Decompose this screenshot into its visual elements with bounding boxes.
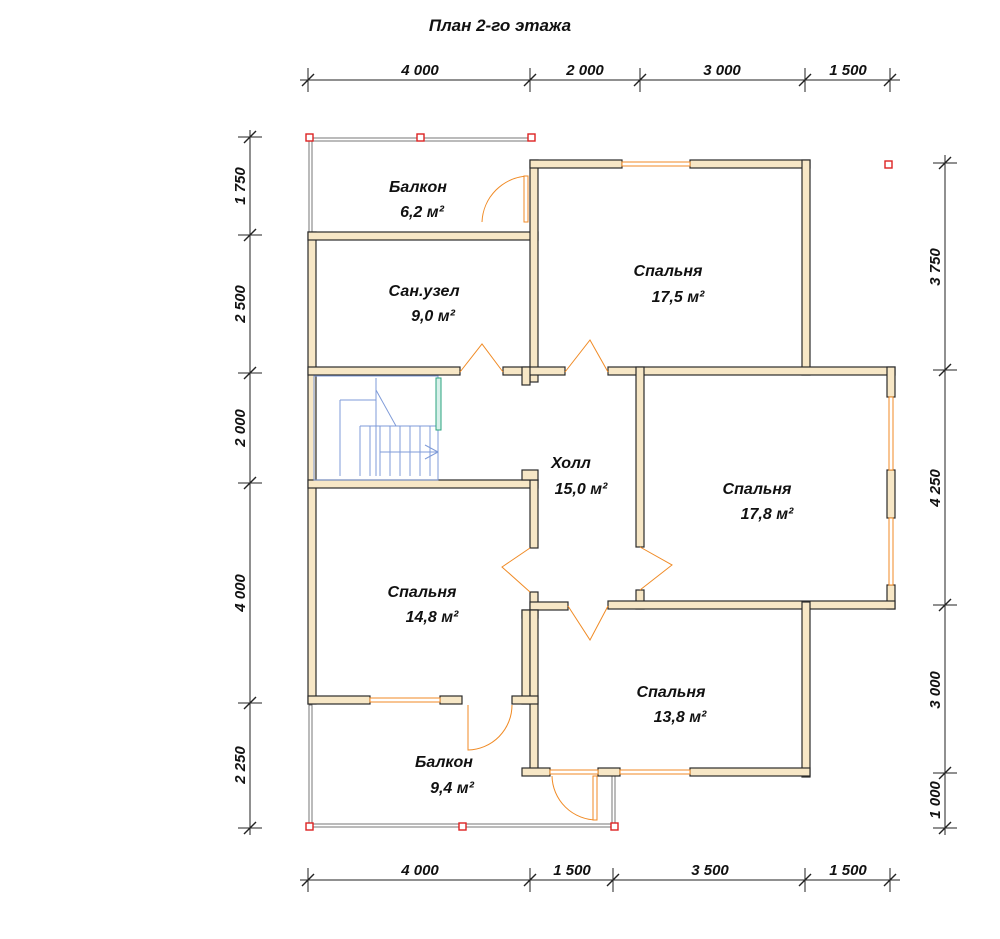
room-name-bedroom-w: Спальня (388, 584, 458, 601)
door-swing (564, 339, 609, 373)
dim-left-1: 1 750 (232, 167, 249, 205)
window (619, 769, 691, 775)
dimension-right: 3 750 4 250 3 000 1 000 (927, 155, 957, 835)
room-name-hall: Холл (550, 455, 591, 472)
dim-top-1: 4 000 (400, 62, 439, 79)
dim-right-2: 4 250 (927, 469, 944, 508)
room-area-hall: 15,0 м² (555, 481, 608, 498)
door-swing (501, 547, 531, 593)
balcony-bottom-railing (305, 704, 619, 831)
window (369, 697, 441, 703)
doors (459, 175, 673, 821)
door-swing (459, 343, 504, 373)
room-name-bedroom-ne: Спальня (634, 263, 704, 280)
dim-top-3: 3 000 (703, 62, 741, 79)
window (888, 396, 894, 471)
dim-top-4: 1 500 (829, 62, 867, 79)
dim-left-4: 4 000 (232, 574, 249, 613)
room-area-bedroom-ne: 17,5 м² (652, 289, 705, 306)
room-area-bedroom-e: 17,8 м² (741, 506, 794, 523)
post-marker (527, 133, 536, 142)
post-marker (884, 160, 893, 169)
room-area-bedroom-w: 14,8 м² (406, 609, 459, 626)
room-name-bedroom-se: Спальня (637, 684, 707, 701)
plan-title: План 2-го этажа (428, 16, 572, 35)
dim-right-4: 1 000 (927, 781, 944, 819)
room-area-bedroom-se: 13,8 м² (654, 709, 707, 726)
door-swing (467, 704, 513, 751)
windows (369, 161, 894, 775)
staircase (313, 375, 442, 481)
room-area-bathroom: 9,0 м² (411, 308, 456, 325)
door-swing (567, 605, 609, 641)
room-name-balcony-top: Балкон (389, 179, 447, 196)
dim-left-5: 2 250 (232, 746, 249, 785)
dim-bottom-1: 4 000 (400, 862, 439, 879)
dim-left-3: 2 000 (232, 409, 249, 448)
door-swing (551, 775, 598, 821)
post-marker (305, 822, 314, 831)
room-name-bathroom: Сан.узел (388, 283, 459, 300)
dim-right-3: 3 000 (927, 671, 944, 709)
window (549, 769, 599, 775)
dimension-bottom: 4 000 1 500 3 500 1 500 (300, 862, 900, 892)
post-marker (458, 822, 467, 831)
room-name-balcony-bottom: Балкон (415, 754, 473, 771)
post-marker (305, 133, 314, 142)
post-marker (416, 133, 425, 142)
walls (307, 159, 896, 778)
door-swing (481, 175, 529, 223)
room-area-balcony-bottom: 9,4 м² (430, 780, 475, 797)
dim-right-1: 3 750 (927, 248, 944, 286)
dim-top-2: 2 000 (565, 62, 604, 79)
balcony-top-railing (305, 133, 536, 236)
window (621, 161, 691, 167)
dim-bottom-3: 3 500 (691, 862, 729, 879)
dimension-left: 1 750 2 500 2 000 4 000 2 250 (232, 130, 262, 835)
post-marker (610, 822, 619, 831)
room-area-balcony-top: 6,2 м² (400, 204, 445, 221)
dimension-top: 4 000 2 000 3 000 1 500 (300, 62, 900, 92)
dim-bottom-4: 1 500 (829, 862, 867, 879)
room-labels: Балкон 6,2 м² Сан.узел 9,0 м² Спальня 17… (388, 179, 795, 797)
dim-left-2: 2 500 (232, 285, 249, 324)
door-swing (639, 546, 673, 591)
dim-bottom-2: 1 500 (553, 862, 591, 879)
window (888, 517, 894, 586)
room-name-bedroom-e: Спальня (723, 481, 793, 498)
